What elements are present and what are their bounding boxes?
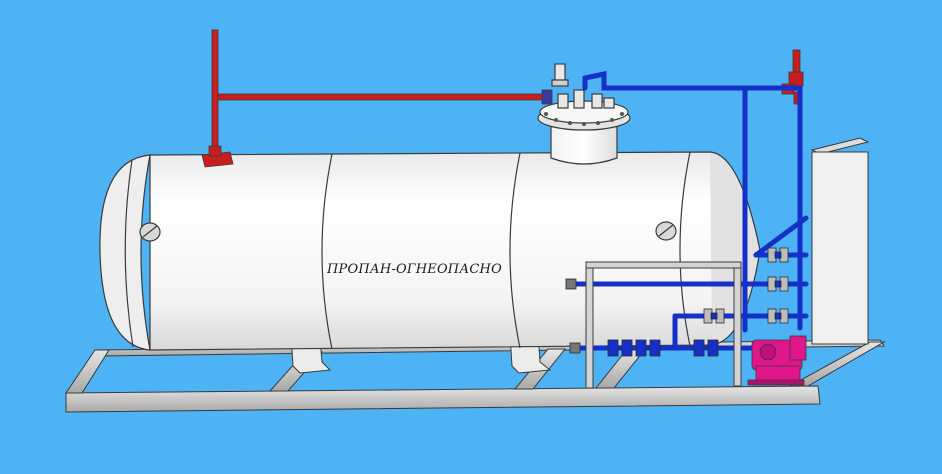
flange-icon bbox=[569, 342, 581, 354]
gate-valve-icon bbox=[693, 339, 719, 357]
gate-valve-icon bbox=[767, 276, 789, 292]
pump-icon bbox=[747, 335, 807, 386]
tank-weld-seam bbox=[124, 159, 134, 348]
blue-pipe-top-header bbox=[582, 70, 748, 148]
control-cabinet bbox=[810, 137, 870, 345]
lifting-lug-right bbox=[655, 221, 677, 241]
valves bbox=[565, 247, 789, 357]
tank-weld-seam bbox=[321, 153, 333, 350]
gate-valve-icon bbox=[767, 247, 789, 263]
cabinet-body bbox=[811, 151, 869, 345]
pipe-rack bbox=[585, 261, 742, 389]
tank-label: ПРОПАН-ОГНЕОПАСНО bbox=[326, 262, 502, 277]
tank-weld-seam bbox=[679, 151, 691, 347]
dome-bolts bbox=[544, 112, 624, 126]
tank-shell bbox=[149, 151, 739, 351]
lifting-lug-left bbox=[139, 222, 161, 242]
blue-pipe-top-right bbox=[603, 85, 803, 103]
tank-weld-seam bbox=[509, 152, 521, 349]
gate-valve-icon bbox=[767, 308, 789, 324]
gate-valve-icon bbox=[703, 308, 725, 324]
blue-pipe-diagonal bbox=[753, 215, 809, 258]
base-frame-front-rail bbox=[65, 385, 821, 413]
pipe-rack-top-beam bbox=[585, 261, 742, 269]
dome-safety-valve bbox=[551, 63, 569, 87]
base-frame-cross-member bbox=[789, 341, 886, 387]
pipe-rack-post-left bbox=[585, 261, 594, 389]
vent-pipe-vertical bbox=[211, 29, 219, 159]
manhole-icon bbox=[537, 63, 631, 165]
vent-pipe-red bbox=[201, 29, 553, 168]
dome-fittings bbox=[557, 89, 615, 109]
dome-neck bbox=[550, 119, 618, 165]
liquid-pipes-blue bbox=[572, 70, 809, 351]
tank bbox=[99, 151, 761, 351]
gate-valve-icon bbox=[607, 339, 661, 357]
flange-icon bbox=[565, 278, 577, 290]
base-frame-cross-member bbox=[65, 349, 110, 394]
pipe-rack-post-right bbox=[733, 261, 742, 387]
vent-pipe-horizontal bbox=[217, 93, 549, 101]
flange-icon bbox=[541, 89, 553, 105]
vent-pipe-base-flange bbox=[201, 145, 234, 168]
